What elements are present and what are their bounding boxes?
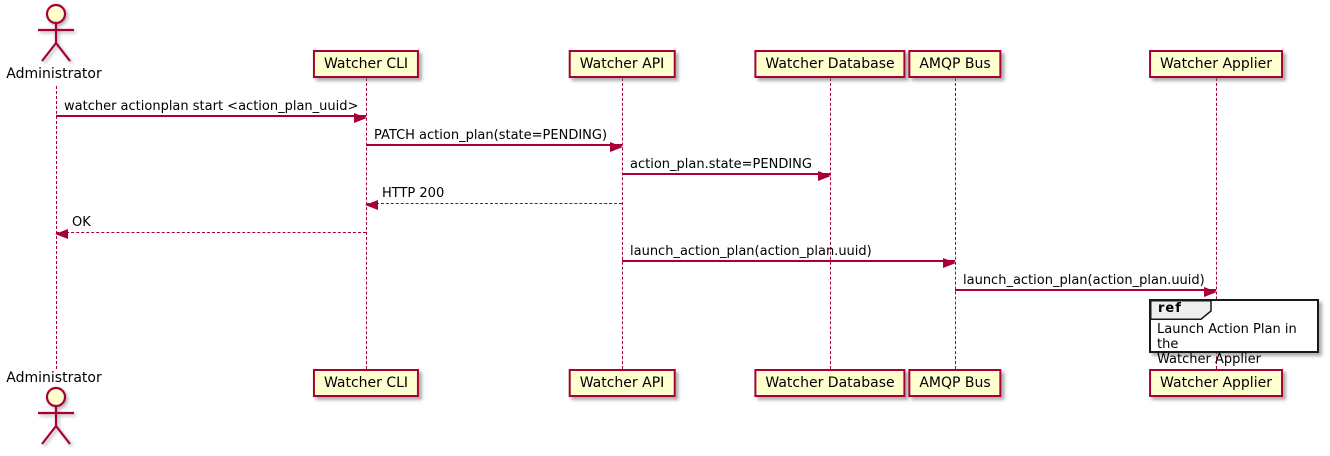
message-ok: OK <box>55 215 366 239</box>
arrowhead-icon <box>354 113 367 123</box>
message-label: watcher actionplan start <action_plan_uu… <box>64 99 359 114</box>
lifeline-watcher-cli <box>366 78 367 369</box>
arrowhead-icon <box>610 142 623 152</box>
actor-icon <box>38 3 74 62</box>
message-start-actionplan: watcher actionplan start <action_plan_uu… <box>56 99 367 123</box>
message-http-200: HTTP 200 <box>365 186 622 210</box>
ref-tab-shape-icon <box>1150 300 1212 320</box>
participant-watcher-cli-top: Watcher CLI <box>312 50 420 78</box>
actor-icon <box>38 386 74 445</box>
message-label: HTTP 200 <box>382 186 445 201</box>
message-launch-action-plan-amqp: launch_action_plan(action_plan.uuid) <box>622 244 956 268</box>
arrowhead-icon <box>55 229 68 239</box>
participant-watcher-database-bottom: Watcher Database <box>754 369 906 397</box>
ref-fragment: ref Launch Action Plan in the Watcher Ap… <box>1149 299 1319 367</box>
lifeline-watcher-database <box>830 78 831 369</box>
participant-watcher-api-top: Watcher API <box>568 50 676 78</box>
message-line <box>56 115 366 117</box>
participant-watcher-cli-bottom: Watcher CLI <box>312 369 420 397</box>
participant-watcher-api-bottom: Watcher API <box>568 369 676 397</box>
message-label: launch_action_plan(action_plan.uuid) <box>630 244 872 259</box>
message-launch-action-plan-applier: launch_action_plan(action_plan.uuid) <box>955 273 1217 297</box>
arrowhead-icon <box>818 171 831 181</box>
message-line <box>955 289 1216 291</box>
lifeline-administrator <box>56 86 57 369</box>
participant-watcher-applier-bottom: Watcher Applier <box>1149 369 1283 397</box>
ref-text-line2: Watcher Applier <box>1157 352 1261 367</box>
message-line <box>622 260 955 262</box>
message-label: action_plan.state=PENDING <box>630 157 812 172</box>
message-state-pending: action_plan.state=PENDING <box>622 157 831 181</box>
ref-tab: ref <box>1150 300 1212 320</box>
participant-watcher-applier-top: Watcher Applier <box>1149 50 1283 78</box>
lifeline-amqp-bus <box>955 78 956 369</box>
message-label: PATCH action_plan(state=PENDING) <box>374 128 608 143</box>
ref-text: Launch Action Plan in the Watcher Applie… <box>1157 322 1317 367</box>
participant-amqp-bus-bottom: AMQP Bus <box>908 369 1002 397</box>
message-line <box>366 203 622 204</box>
message-label: OK <box>72 215 91 230</box>
lifeline-watcher-applier <box>1216 78 1217 369</box>
message-line <box>622 173 830 175</box>
participant-watcher-database-top: Watcher Database <box>754 50 906 78</box>
ref-keyword: ref <box>1158 301 1182 316</box>
message-patch-action-plan: PATCH action_plan(state=PENDING) <box>366 128 623 152</box>
participant-administrator-top: Administrator <box>6 66 102 82</box>
arrowhead-icon <box>1204 287 1217 297</box>
message-line <box>366 144 622 146</box>
participant-administrator-bottom: Administrator <box>6 370 102 386</box>
participant-amqp-bus-top: AMQP Bus <box>908 50 1002 78</box>
ref-text-line1: Launch Action Plan in the <box>1157 322 1297 352</box>
message-line <box>56 232 366 233</box>
arrowhead-icon <box>943 258 956 268</box>
message-label: launch_action_plan(action_plan.uuid) <box>963 273 1205 288</box>
lifeline-watcher-api <box>622 78 623 369</box>
arrowhead-icon <box>365 200 378 210</box>
